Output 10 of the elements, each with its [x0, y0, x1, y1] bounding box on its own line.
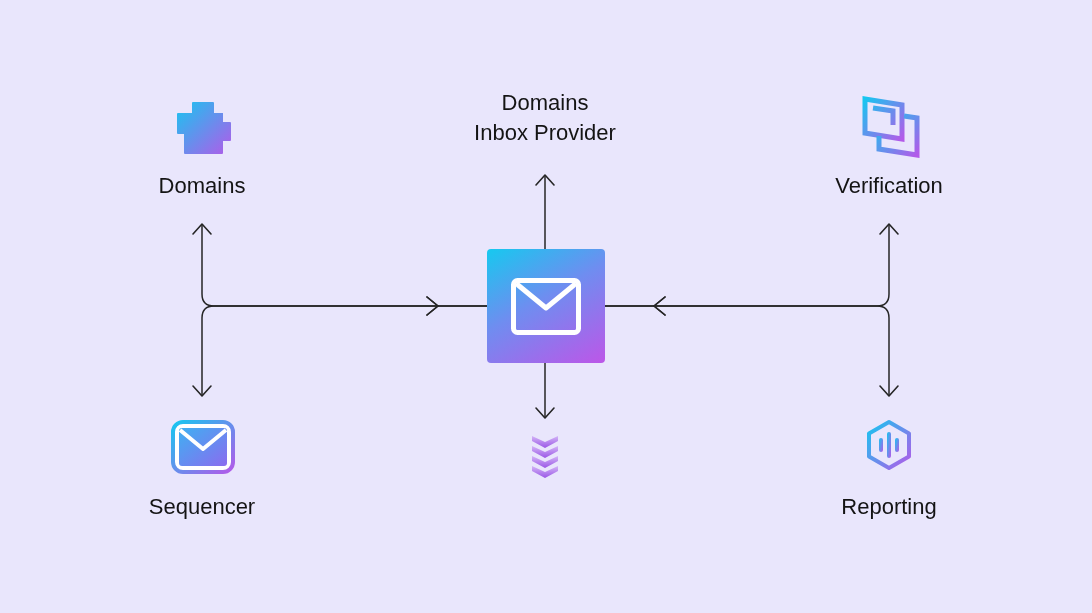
node-label: Verification: [835, 173, 943, 199]
app-tile: [487, 249, 605, 363]
node-label: Domains Inbox Provider: [473, 89, 617, 147]
node-label: Sequencer: [148, 494, 256, 520]
node-label: Domains: [158, 173, 246, 199]
arrow: [535, 174, 555, 250]
arrow: [192, 296, 488, 397]
arrow: [604, 296, 899, 397]
arrow: [535, 362, 555, 419]
node-label: Reporting: [841, 494, 937, 520]
